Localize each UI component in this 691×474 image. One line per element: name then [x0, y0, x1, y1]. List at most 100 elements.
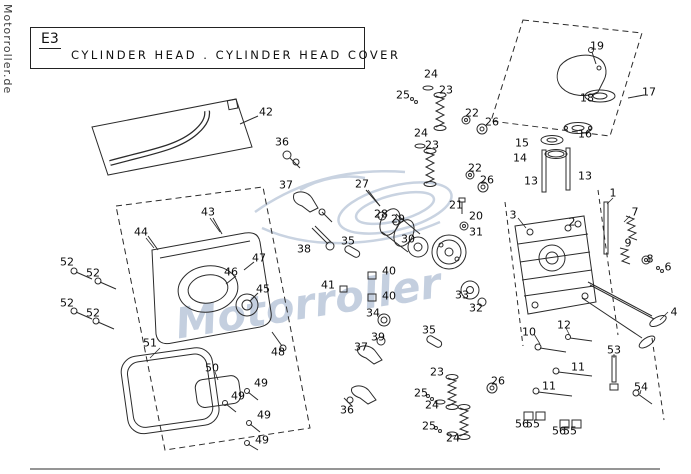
part-label-36-1[interactable]: 36	[275, 135, 289, 149]
part-label-35-33[interactable]: 35	[422, 323, 436, 337]
part-label-22-11[interactable]: 22	[468, 161, 482, 175]
part-label-44-41[interactable]: 44	[134, 225, 148, 239]
side-bolts-part	[70, 267, 117, 330]
part-label-52-48[interactable]: 52	[60, 296, 74, 310]
part-label-10-63[interactable]: 10	[522, 325, 536, 339]
part-label-40-34[interactable]: 40	[382, 264, 396, 278]
cylinder-head-cover-part	[147, 217, 272, 345]
part-label-13-20[interactable]: 13	[578, 169, 592, 183]
part-label-41-35[interactable]: 41	[321, 278, 335, 292]
part-label-25-77[interactable]: 25	[422, 419, 436, 433]
part-label-21-26[interactable]: 21	[449, 198, 463, 212]
part-label-37-38[interactable]: 37	[354, 340, 368, 354]
part-label-28-23[interactable]: 28	[374, 207, 388, 221]
idler-gear-part	[460, 280, 487, 307]
valve-springs-lower-part	[426, 374, 498, 440]
intake-manifold-part	[490, 19, 645, 193]
part-label-16-16[interactable]: 16	[578, 127, 592, 141]
part-label-25-4[interactable]: 25	[396, 88, 410, 102]
part-label-36-39[interactable]: 36	[340, 403, 354, 417]
part-label-32-30[interactable]: 32	[469, 301, 483, 315]
part-label-49-54[interactable]: 49	[257, 408, 271, 422]
part-label-45-44[interactable]: 45	[256, 282, 270, 296]
part-label-26-74[interactable]: 26	[491, 374, 505, 388]
rocker-arm-upper-part	[282, 150, 335, 251]
part-label-42-0[interactable]: 42	[259, 105, 273, 119]
diagram-code: E3	[39, 31, 61, 49]
part-label-26-8[interactable]: 26	[485, 115, 499, 129]
part-label-24-5[interactable]: 24	[424, 67, 438, 81]
part-label-34-31[interactable]: 34	[366, 306, 380, 320]
part-label-56-71[interactable]: 56	[552, 424, 566, 438]
fasteners-part	[523, 334, 665, 429]
part-label-46-43[interactable]: 46	[224, 265, 238, 279]
part-label-9-59[interactable]: 9	[624, 236, 632, 250]
valve-springs-upper-part	[410, 85, 489, 193]
rocker-arm-lower-part	[343, 336, 386, 407]
part-label-15-17[interactable]: 15	[515, 136, 529, 150]
part-label-11-66[interactable]: 11	[542, 379, 556, 393]
vertical-watermark: Motorroller.de	[1, 4, 14, 95]
part-label-54-68[interactable]: 54	[634, 380, 648, 394]
part-label-49-55[interactable]: 49	[255, 433, 269, 447]
part-label-52-47[interactable]: 52	[86, 266, 100, 280]
part-label-48-45[interactable]: 48	[271, 345, 285, 359]
part-label-52-46[interactable]: 52	[60, 255, 74, 269]
part-label-53-67[interactable]: 53	[607, 343, 621, 357]
header-box: E3 CYLINDER HEAD . CYLINDER HEAD COVER	[30, 27, 398, 69]
part-label-55-70[interactable]: 55	[526, 417, 540, 431]
part-label-31-28[interactable]: 31	[469, 225, 483, 239]
part-label-47-42[interactable]: 47	[252, 251, 266, 265]
shaft-pins-part	[344, 245, 443, 348]
part-label-49-52[interactable]: 49	[254, 376, 268, 390]
part-label-29-24[interactable]: 29	[391, 212, 405, 226]
part-label-19-13[interactable]: 19	[590, 39, 604, 53]
part-label-35-32[interactable]: 35	[341, 234, 355, 248]
part-label-52-49[interactable]: 52	[86, 306, 100, 320]
part-label-37-2[interactable]: 37	[279, 178, 293, 192]
part-label-30-25[interactable]: 30	[401, 232, 415, 246]
part-label-56-69[interactable]: 56	[515, 417, 529, 431]
part-label-4-62[interactable]: 4	[670, 305, 678, 319]
part-label-43-40[interactable]: 43	[201, 205, 215, 219]
part-label-50-51[interactable]: 50	[205, 361, 219, 375]
part-label-23-73[interactable]: 23	[430, 365, 444, 379]
part-label-3-56[interactable]: 3	[509, 208, 517, 222]
part-label-55-72[interactable]: 55	[563, 424, 577, 438]
part-label-24-78[interactable]: 24	[446, 431, 460, 445]
part-label-17-15[interactable]: 17	[642, 85, 656, 99]
part-label-6-61[interactable]: 6	[664, 260, 672, 274]
part-label-13-19[interactable]: 13	[524, 174, 538, 188]
part-label-24-76[interactable]: 24	[425, 398, 439, 412]
part-label-26-12[interactable]: 26	[480, 173, 494, 187]
part-label-49-53[interactable]: 49	[231, 389, 245, 403]
nuts-washers-part	[339, 271, 391, 327]
part-label-39-37[interactable]: 39	[371, 330, 385, 344]
part-label-8-60[interactable]: 8	[646, 252, 654, 266]
breather-hose-part	[91, 98, 259, 176]
part-label-20-27[interactable]: 20	[469, 209, 483, 223]
cover-group-boundary	[115, 186, 311, 451]
part-label-18-14[interactable]: 18	[580, 91, 594, 105]
part-label-40-36[interactable]: 40	[382, 289, 396, 303]
part-label-25-75[interactable]: 25	[414, 386, 428, 400]
part-label-1-21[interactable]: 1	[609, 186, 617, 200]
part-label-23-10[interactable]: 23	[425, 138, 439, 152]
part-label-7-58[interactable]: 7	[631, 205, 639, 219]
diagram-title: CYLINDER HEAD . CYLINDER HEAD COVER	[71, 48, 401, 62]
part-label-38-3[interactable]: 38	[297, 242, 311, 256]
part-label-2-57[interactable]: 2	[568, 215, 576, 229]
cover-gasket-part	[120, 347, 220, 435]
part-label-23-6[interactable]: 23	[439, 83, 453, 97]
part-label-11-65[interactable]: 11	[571, 360, 585, 374]
part-label-14-18[interactable]: 14	[513, 151, 527, 165]
part-label-24-9[interactable]: 24	[414, 126, 428, 140]
part-label-22-7[interactable]: 22	[465, 106, 479, 120]
part-label-27-22[interactable]: 27	[355, 177, 369, 191]
part-label-12-64[interactable]: 12	[557, 318, 571, 332]
part-label-33-29[interactable]: 33	[455, 288, 469, 302]
cover-bolts-part	[222, 388, 261, 451]
part-label-51-50[interactable]: 51	[143, 336, 157, 350]
